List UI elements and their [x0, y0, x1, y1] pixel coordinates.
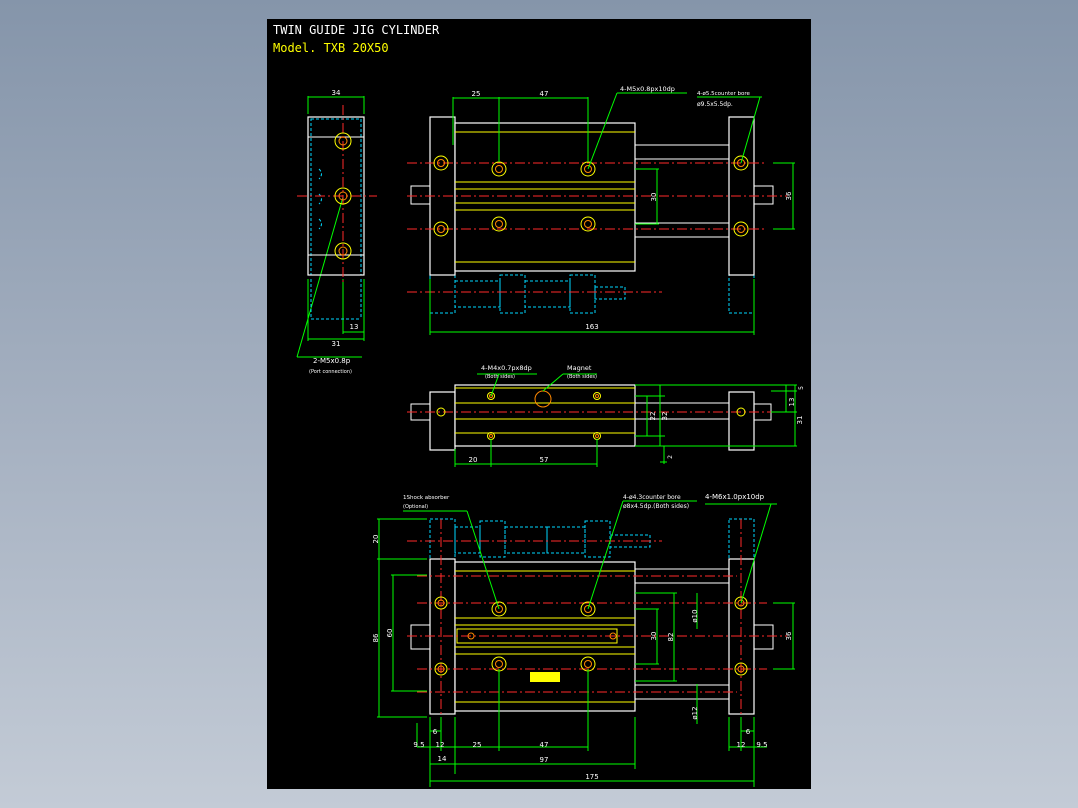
dim-20-front: 20: [372, 535, 380, 544]
dim-47: 47: [540, 90, 549, 98]
mid-tap-callout: 4-M4x0.7px8dp: [481, 364, 532, 372]
dim-86: 86: [372, 633, 380, 642]
mid-tap-note: (Both sides): [485, 374, 515, 380]
dim-31: 31: [796, 416, 804, 425]
shock-callout-note: (Optional): [403, 504, 428, 510]
dim-30-front: 30: [650, 632, 658, 641]
dim-6-right: 6: [746, 728, 751, 736]
port-callout: 2-M5x0.8p: [313, 357, 351, 365]
dim-25-front: 25: [473, 741, 482, 749]
dim-6-left: 6: [433, 728, 438, 736]
dim-163: 163: [585, 323, 598, 331]
dim-width: 34: [332, 89, 341, 97]
dim-9-5-left: 9.5: [413, 741, 424, 749]
dim-32: 32: [661, 412, 669, 421]
side-view: 34 13 31 2-M5x0.8p (Port connection): [296, 89, 377, 375]
drawing-title: TWIN GUIDE JIG CYLINDER: [273, 23, 440, 37]
dim-12-right: 12: [737, 741, 746, 749]
dim-9-5-right: 9.5: [756, 741, 767, 749]
dim-14: 14: [438, 755, 447, 763]
dim-57: 57: [540, 456, 549, 464]
dim-175: 175: [585, 773, 598, 781]
dim-36-front: 36: [785, 631, 793, 640]
dim-25: 25: [472, 90, 481, 98]
cbore-callout-depth: ø9.5x5.5dp.: [697, 101, 733, 108]
dim-13: 13: [788, 398, 796, 407]
middle-view: 4-M4x0.7px8dp (Both sides) Magnet (Both …: [407, 364, 805, 467]
dim-20: 20: [469, 456, 478, 464]
dim-phi12: ø12: [691, 706, 699, 719]
dim-30: 30: [650, 193, 658, 202]
dim-12-left: 12: [436, 741, 445, 749]
model-label: Model. TXB 20X50: [273, 41, 389, 55]
front-tap-callout: 4-M6x1.0px10dp: [705, 493, 765, 501]
dim-82: 82: [667, 633, 675, 642]
drawing-sheet: TWIN GUIDE JIG CYLINDER Model. TXB 20X50…: [267, 19, 811, 789]
dim-port-offset: 13: [350, 323, 359, 331]
cad-drawing: 34 13 31 2-M5x0.8p (Port connection): [296, 85, 805, 787]
top-view: 25 47 30 36 163 4-M5x0.8px10dp 4-ø5.5cou…: [407, 85, 795, 335]
dim-2: 2: [667, 455, 674, 459]
dim-phi10: ø10: [691, 609, 699, 622]
dim-5: 5: [798, 386, 805, 390]
magnet-callout: Magnet: [567, 364, 592, 372]
cbore-callout: 4-ø5.5counter bore: [697, 91, 751, 97]
dim-97: 97: [540, 756, 549, 764]
dim-60: 60: [386, 629, 394, 638]
dim-47-front: 47: [540, 741, 549, 749]
dim-bottom: 31: [332, 340, 341, 348]
shock-callout: 1Shock absorber: [403, 495, 450, 501]
front-view: 20 86 60 30 82 ø10 ø12 36 6 6 9.5 12 25 …: [372, 493, 795, 787]
magnet-note: (Both sides): [567, 374, 597, 380]
front-cbore-depth: ø8x4.5dp.(Both sides): [623, 503, 689, 510]
front-cbore-callout: 4-ø4.3counter bore: [623, 494, 681, 501]
port-callout-note: (Port connection): [309, 369, 352, 375]
dim-36: 36: [785, 191, 793, 200]
nameplate: [530, 672, 560, 682]
tap-callout: 4-M5x0.8px10dp: [620, 85, 675, 93]
dim-22: 22: [649, 412, 657, 421]
